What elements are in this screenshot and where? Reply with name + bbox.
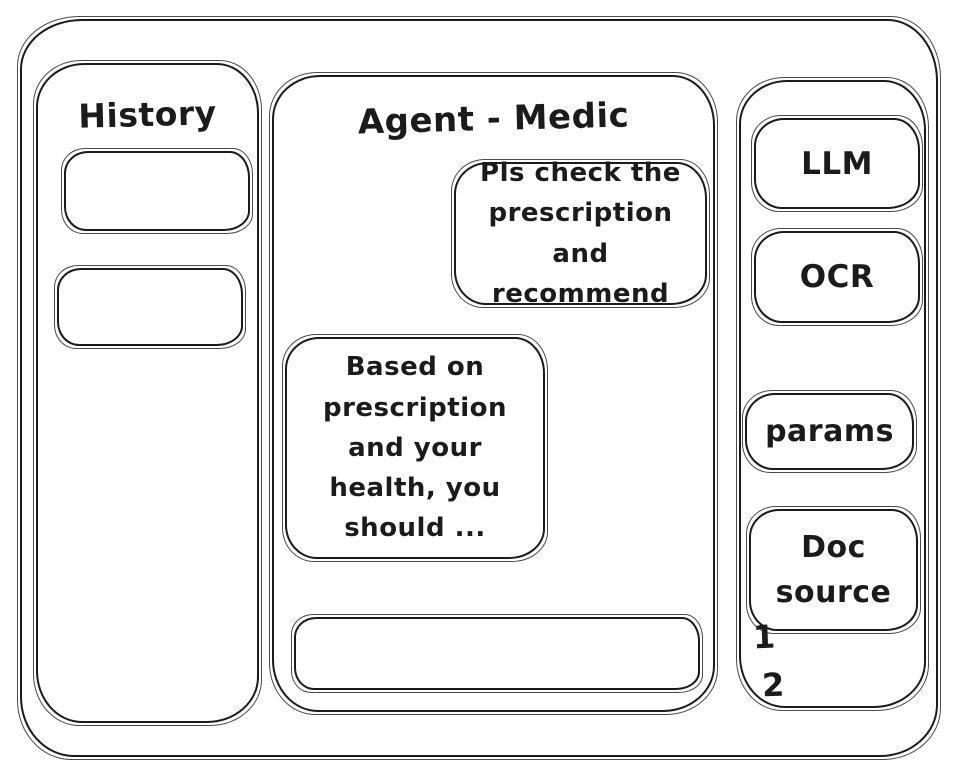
user-message-bubble: Pls check the prescription and recommend [451,158,710,309]
doc-source-item-2[interactable]: 2 [761,665,785,705]
history-title: History [77,93,218,136]
user-message-text: Pls check the prescription and recommend [480,157,681,309]
llm-button[interactable]: LLM [751,115,923,212]
params-button[interactable]: params [742,390,917,473]
doc-source-button[interactable]: Doc source [746,506,921,634]
agent-message-bubble: Based on prescription and your health, y… [282,334,548,562]
chat-title: Agent - Medic [357,95,630,143]
agent-message-text: Based on prescription and your health, y… [322,352,507,544]
ocr-button-label: OCR [799,259,875,295]
llm-button-label: LLM [801,145,873,182]
doc-source-item-1[interactable]: 1 [752,617,776,657]
doc-source-button-label: Doc source [775,530,892,610]
history-item[interactable] [54,265,246,349]
chat-panel: Agent - Medic Pls check the prescription… [269,72,718,715]
ocr-button[interactable]: OCR [751,228,923,326]
history-panel: History [33,60,262,726]
tools-panel: LLM OCR params Doc source 1 2 [736,77,929,711]
message-input[interactable] [296,619,698,688]
message-input-box[interactable] [291,614,703,693]
params-button-label: params [765,414,894,449]
history-item[interactable] [61,148,253,234]
